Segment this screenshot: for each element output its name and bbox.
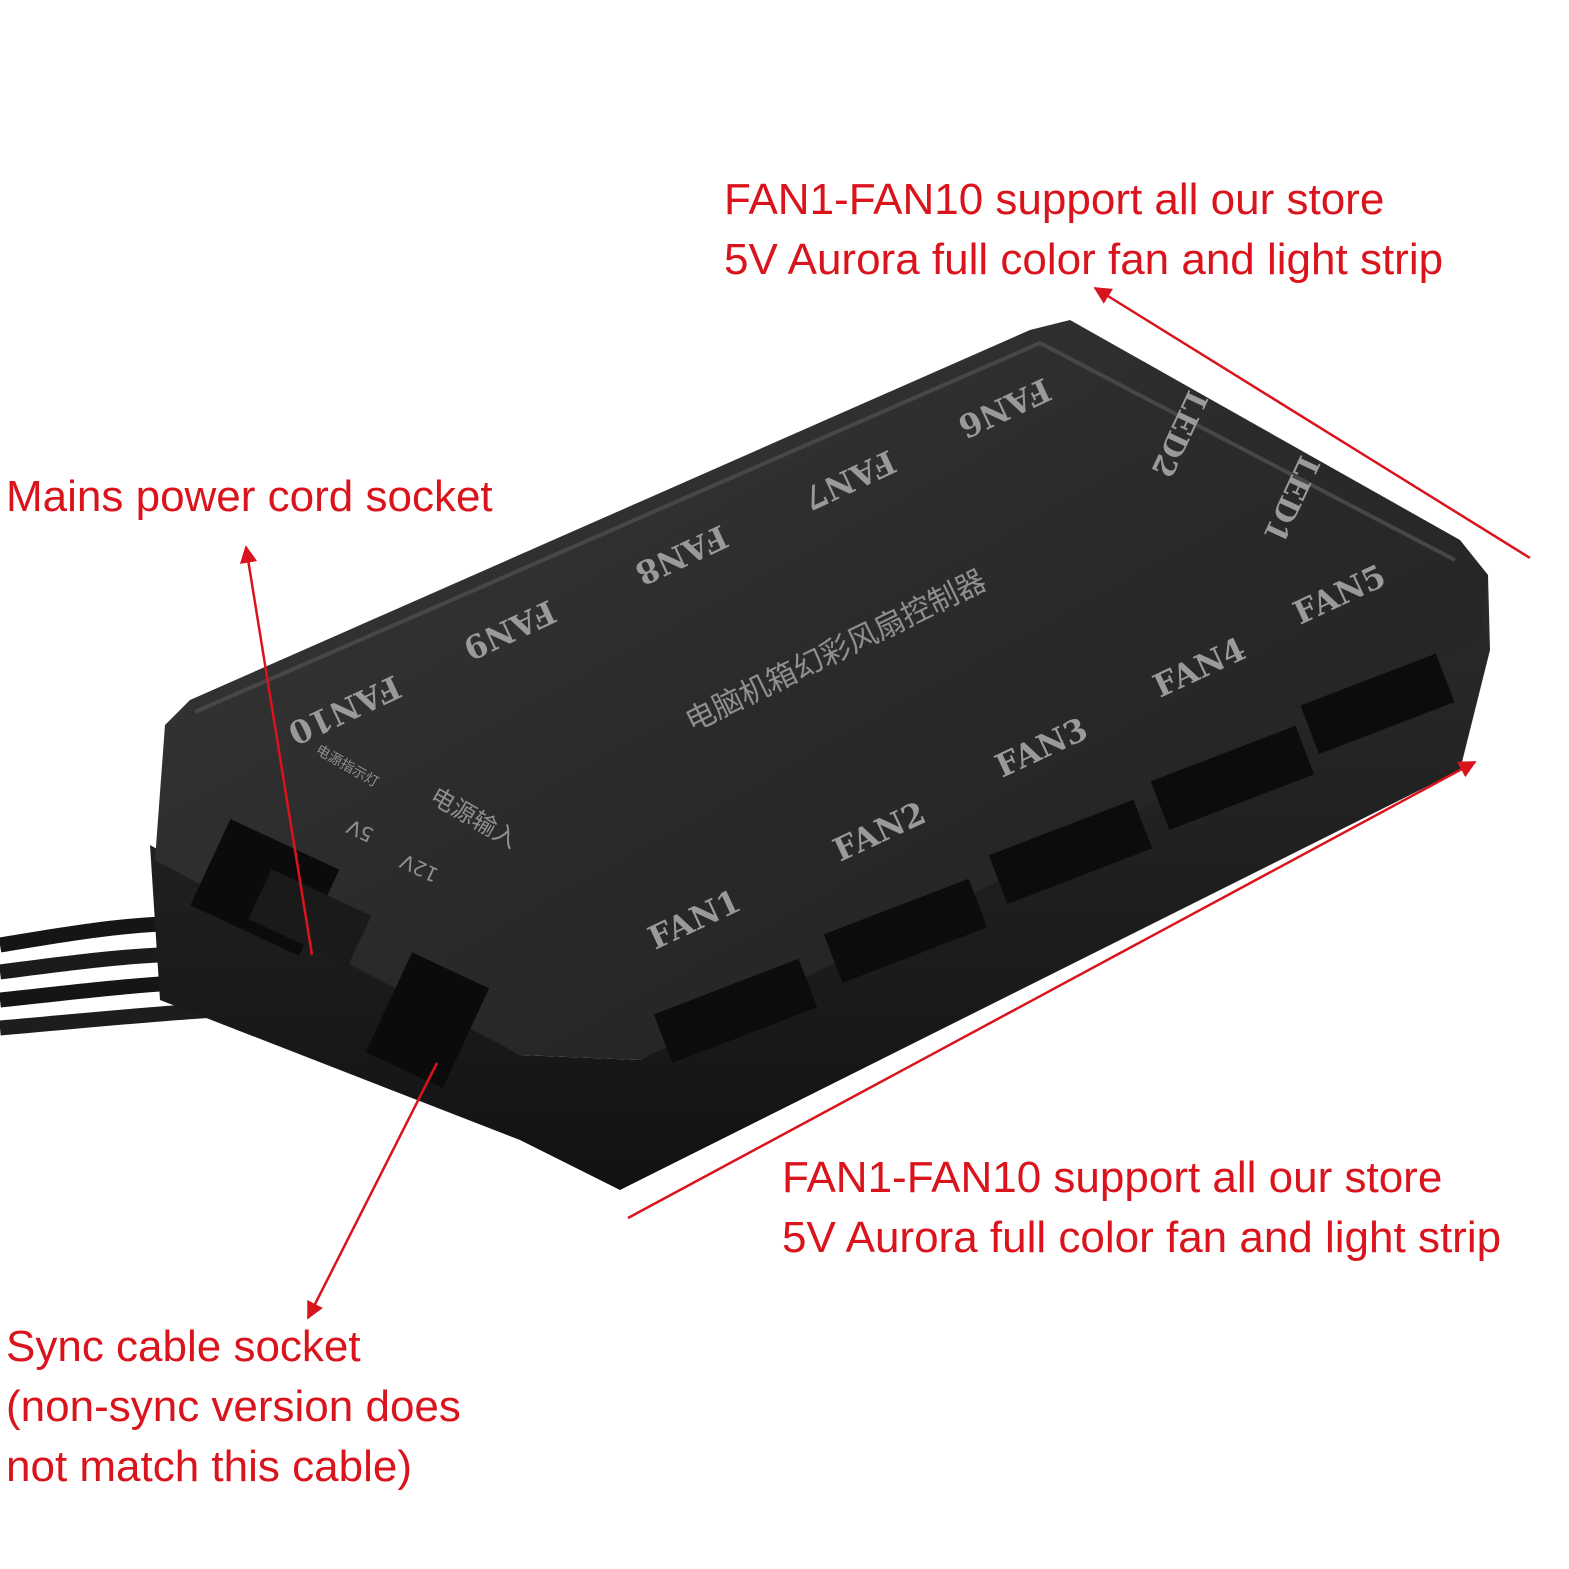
arrow-bottom [627,760,1477,1220]
arrow-power [239,545,314,956]
callout-sync-line3: not match this cable) [6,1442,412,1491]
port-socket-fan1 [653,958,818,1063]
callout-bottom-support: FAN1-FAN10 support all our store 5V Auro… [782,1148,1501,1268]
callout-sync-line1: Sync cable socket [6,1322,361,1371]
power-plug [248,869,372,966]
port-row-front [653,653,1455,1063]
arrow-top [1093,286,1531,560]
callout-power-socket: Mains power cord socket [6,467,493,527]
callout-arrows [239,286,1531,1320]
callout-top-line1: FAN1-FAN10 support all our store [724,175,1385,224]
port-socket-fan2 [823,878,988,983]
hub-top-bevel [194,340,1456,714]
callout-top-line2: 5V Aurora full color fan and light strip [724,235,1444,284]
port-socket-fan3 [988,799,1153,904]
callout-sync-line2: (non-sync version does [6,1382,461,1431]
port-socket-fan4 [1150,725,1315,830]
hub-top-face [155,320,1488,1060]
sync-socket [365,952,490,1089]
fan-controller-hub: FAN1 FAN2 FAN3 FAN4 FAN5 FAN10 FAN9 FAN8… [150,320,1490,1190]
port-socket-fan5 [1300,653,1455,755]
callout-power-line1: Mains power cord socket [6,472,493,521]
arrow-sync [306,1062,439,1320]
callout-sync-socket: Sync cable socket (non-sync version does… [6,1317,461,1497]
callout-bottom-line1: FAN1-FAN10 support all our store [782,1153,1443,1202]
callout-bottom-line2: 5V Aurora full color fan and light strip [782,1213,1502,1262]
callout-top-support: FAN1-FAN10 support all our store 5V Auro… [724,170,1443,290]
